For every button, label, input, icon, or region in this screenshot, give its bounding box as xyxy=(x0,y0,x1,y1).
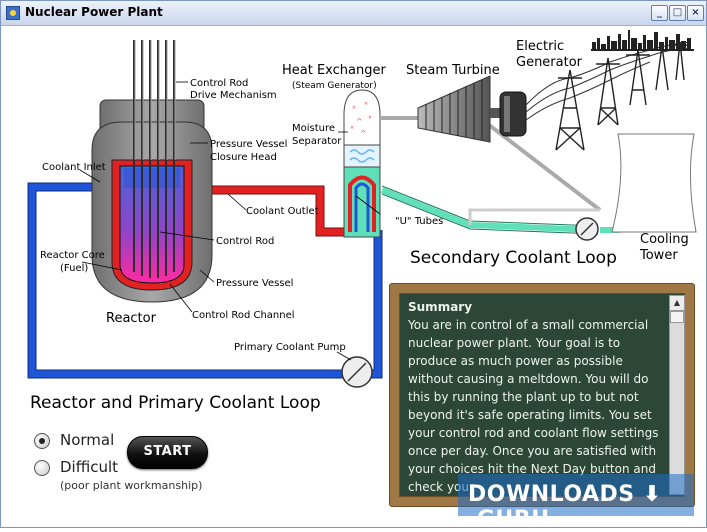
reactor-vessel xyxy=(91,99,213,303)
label-secondary-loop: Secondary Coolant Loop xyxy=(410,248,617,268)
label-coolant-inlet: Coolant Inlet xyxy=(42,162,106,173)
summary-body: You are in control of a small commercial… xyxy=(408,318,659,494)
leader-lines xyxy=(79,81,381,361)
svg-text:^: ^ xyxy=(356,117,363,126)
close-button[interactable]: × xyxy=(687,5,704,21)
label-primary-pump: Primary Coolant Pump xyxy=(234,342,346,353)
minimize-button[interactable]: _ xyxy=(651,5,668,21)
normal-radio[interactable] xyxy=(34,433,50,449)
steam-particles: °°^ °^° xyxy=(350,101,372,138)
summary-text-area: Summary You are in control of a small co… xyxy=(408,298,664,498)
city-skyline xyxy=(591,30,694,51)
label-cooling-tower-2: Tower xyxy=(639,248,678,263)
watermark-text: DOWNLOADS ⬇ .GURU xyxy=(468,482,662,532)
label-steam-generator: (Steam Generator) xyxy=(292,81,377,91)
svg-text:°: ° xyxy=(368,115,372,124)
primary-cold-pipe xyxy=(28,183,382,378)
summary-board: Summary You are in control of a small co… xyxy=(390,284,694,506)
primary-cold-pipe-outline xyxy=(27,182,383,379)
label-reactor-core-1: Reactor Core xyxy=(40,250,105,261)
condenser-line xyxy=(468,208,600,225)
steam-line xyxy=(380,116,602,212)
electric-generator xyxy=(499,91,527,137)
svg-text:°: ° xyxy=(350,125,354,134)
label-primary-loop: Reactor and Primary Coolant Loop xyxy=(30,393,321,413)
label-moisture-separator-1: Moisture xyxy=(292,123,335,134)
svg-text:^: ^ xyxy=(360,129,367,138)
window-title: Nuclear Power Plant xyxy=(25,5,163,19)
secondary-coolant-pump[interactable] xyxy=(575,217,599,241)
title-bar[interactable]: Nuclear Power Plant _ □ × xyxy=(1,1,706,26)
steam-generator xyxy=(343,89,381,238)
summary-scrollbar[interactable]: ▲ xyxy=(669,295,685,495)
label-coolant-outlet: Coolant Outlet xyxy=(246,206,319,217)
app-icon xyxy=(6,6,20,20)
label-pressure-vessel-head-2: Closure Head xyxy=(210,152,277,163)
label-reactor-core-2: (Fuel) xyxy=(60,263,88,274)
label-control-rod-drive-2: Drive Mechanism xyxy=(190,90,277,101)
control-rod-highlights xyxy=(134,40,176,160)
steam-turbine xyxy=(417,75,500,143)
svg-text:°: ° xyxy=(352,105,356,114)
label-electric-generator-2: Generator xyxy=(516,55,583,70)
primary-coolant-pump[interactable] xyxy=(341,356,373,388)
label-pressure-vessel: Pressure Vessel xyxy=(216,278,293,289)
watermark-overlay: DOWNLOADS ⬇ .GURU xyxy=(458,474,694,532)
difficult-label[interactable]: Difficult xyxy=(60,458,119,476)
difficult-note: (poor plant workmanship) xyxy=(60,479,203,492)
label-electric-generator-1: Electric xyxy=(516,39,564,54)
difficult-radio[interactable] xyxy=(34,460,50,476)
label-reactor: Reactor xyxy=(106,311,157,326)
scroll-up-arrow-icon[interactable]: ▲ xyxy=(670,296,684,311)
label-u-tubes: "U" Tubes xyxy=(395,216,443,227)
scroll-thumb[interactable] xyxy=(670,311,684,323)
control-rods xyxy=(133,40,175,278)
label-control-rod-channel: Control Rod Channel xyxy=(192,310,295,321)
summary-title: Summary xyxy=(408,300,473,314)
maximize-button[interactable]: □ xyxy=(669,5,686,21)
cooling-tower xyxy=(611,133,697,233)
label-moisture-separator-2: Separator xyxy=(292,136,342,147)
label-pressure-vessel-head-1: Pressure Vessel xyxy=(210,139,287,150)
label-heat-exchanger: Heat Exchanger xyxy=(282,63,386,78)
normal-label[interactable]: Normal xyxy=(60,431,115,449)
label-control-rod-drive-1: Control Rod xyxy=(190,78,248,89)
label-control-rod: Control Rod xyxy=(216,236,274,247)
label-cooling-tower-1: Cooling xyxy=(640,232,689,247)
label-steam-turbine: Steam Turbine xyxy=(406,63,500,78)
svg-text:°: ° xyxy=(364,101,368,110)
start-button[interactable]: START xyxy=(127,436,208,469)
